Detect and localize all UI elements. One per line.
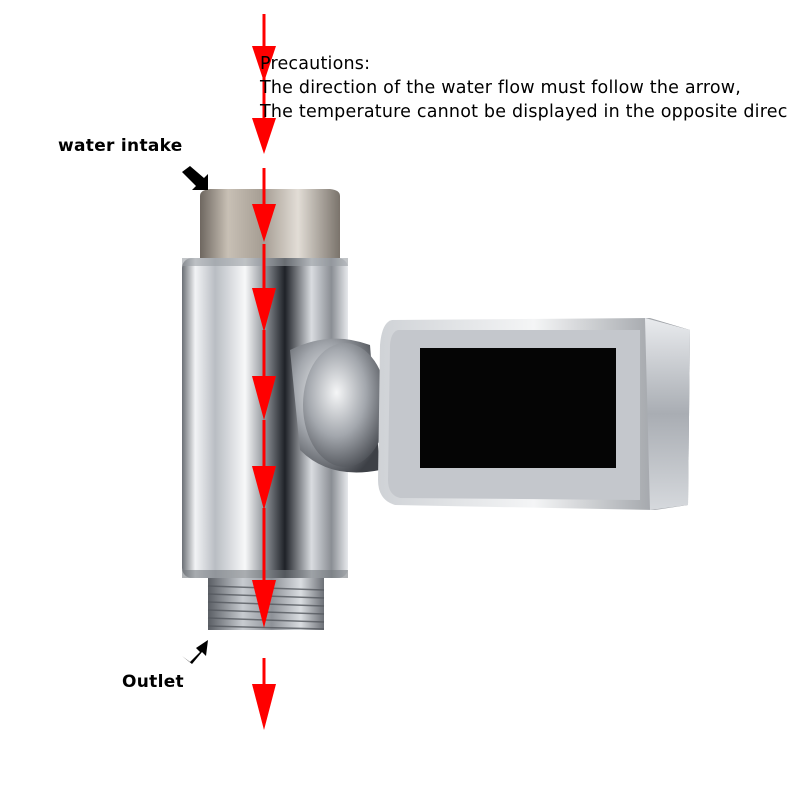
intake-nut <box>200 189 340 258</box>
outlet-label: Outlet <box>122 672 184 692</box>
precautions-notice: Precautions: The direction of the water … <box>260 52 788 124</box>
lcd-screen <box>420 348 616 468</box>
flow-arrow <box>252 14 276 730</box>
valve-body <box>182 258 348 578</box>
outlet-pointer-icon <box>182 640 208 664</box>
precautions-line-2: The temperature cannot be displayed in t… <box>260 102 788 122</box>
precautions-line-1: The direction of the water flow must fol… <box>260 78 742 98</box>
water-intake-label: water intake <box>58 136 183 156</box>
precautions-heading: Precautions: <box>260 54 371 74</box>
intake-pointer-icon <box>182 166 208 190</box>
